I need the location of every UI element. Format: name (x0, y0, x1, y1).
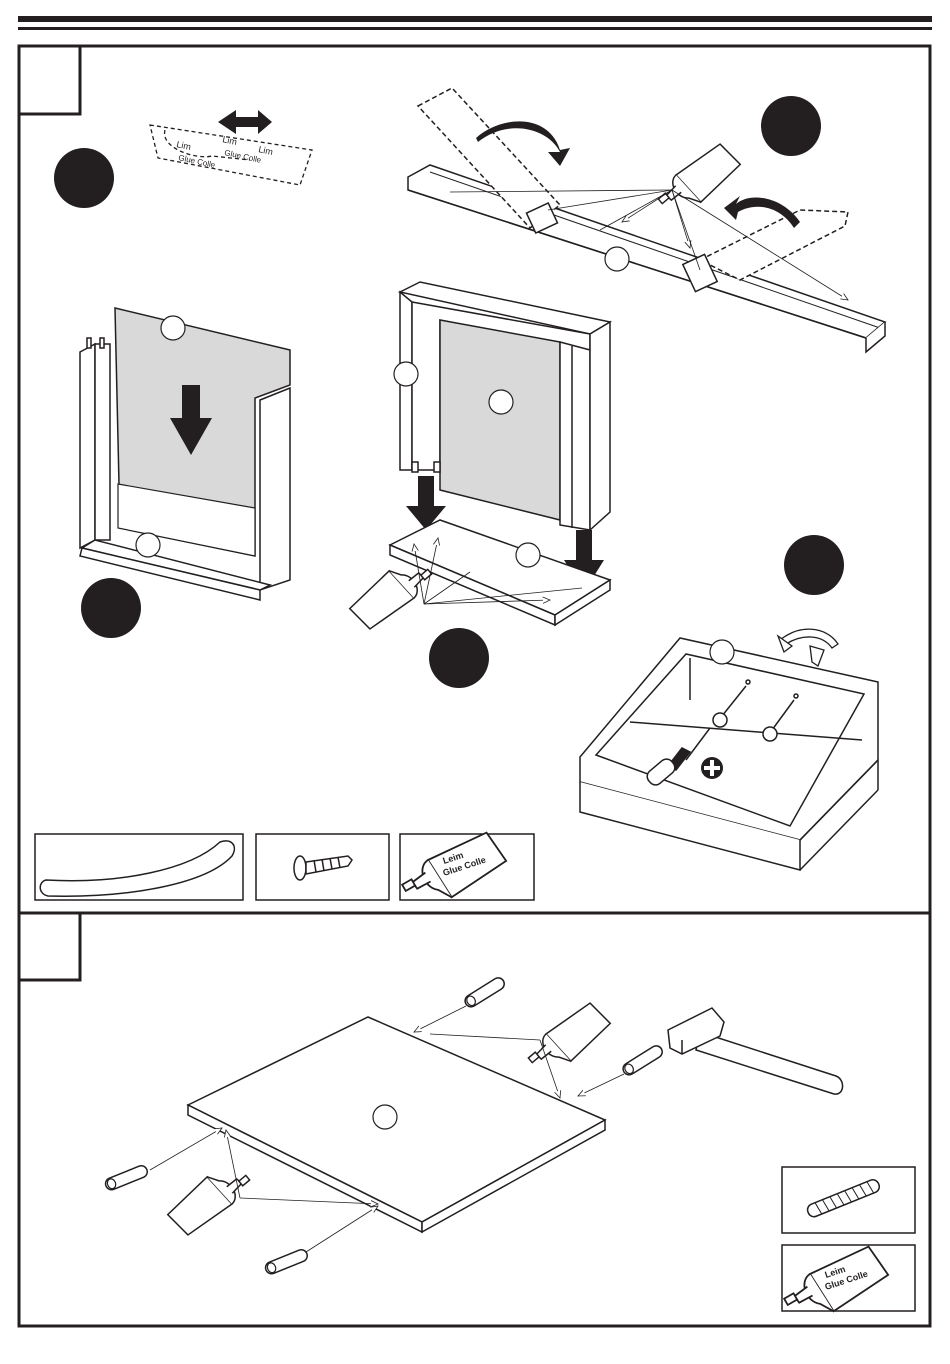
dowel-icon-1 (463, 976, 507, 1009)
step-marker-b (761, 96, 821, 156)
step-marker-d (429, 628, 489, 688)
step-marker-a (54, 148, 114, 208)
hammer-icon (668, 1008, 843, 1094)
part-marker-center-back (489, 390, 513, 414)
part-marker-left-panel (161, 316, 185, 340)
glue-tube-icon-top-1 (518, 999, 618, 1074)
step-marker-c (81, 578, 141, 638)
step-marker-e (784, 535, 844, 595)
section-1-marker (19, 46, 80, 114)
parts-legend-section-2: Leim Glue Colle (778, 1167, 915, 1319)
part-marker-base-plate (516, 543, 540, 567)
section-2-marker (19, 913, 80, 980)
dowel-icon-3 (104, 1164, 149, 1192)
drawer-box (580, 638, 878, 870)
part-marker-left-base (136, 533, 160, 557)
sliding-glue-icon: Lim Glue Colle Lim Glue Colle Lim (150, 110, 312, 185)
handle-strap-icon (778, 629, 838, 666)
dowel-icon-2 (621, 1044, 665, 1077)
dowel-icon-4 (264, 1248, 309, 1276)
glue-tube-icon-top-2 (160, 1164, 260, 1239)
part-marker-drawer (710, 640, 734, 664)
part-marker-top-board (373, 1105, 397, 1129)
header-rule (18, 16, 932, 30)
parts-legend-section-1: Leim Glue Colle (35, 830, 534, 905)
part-marker-rail (605, 247, 629, 271)
phillips-cross-icon (701, 757, 723, 779)
part-marker-center-side (394, 362, 418, 386)
